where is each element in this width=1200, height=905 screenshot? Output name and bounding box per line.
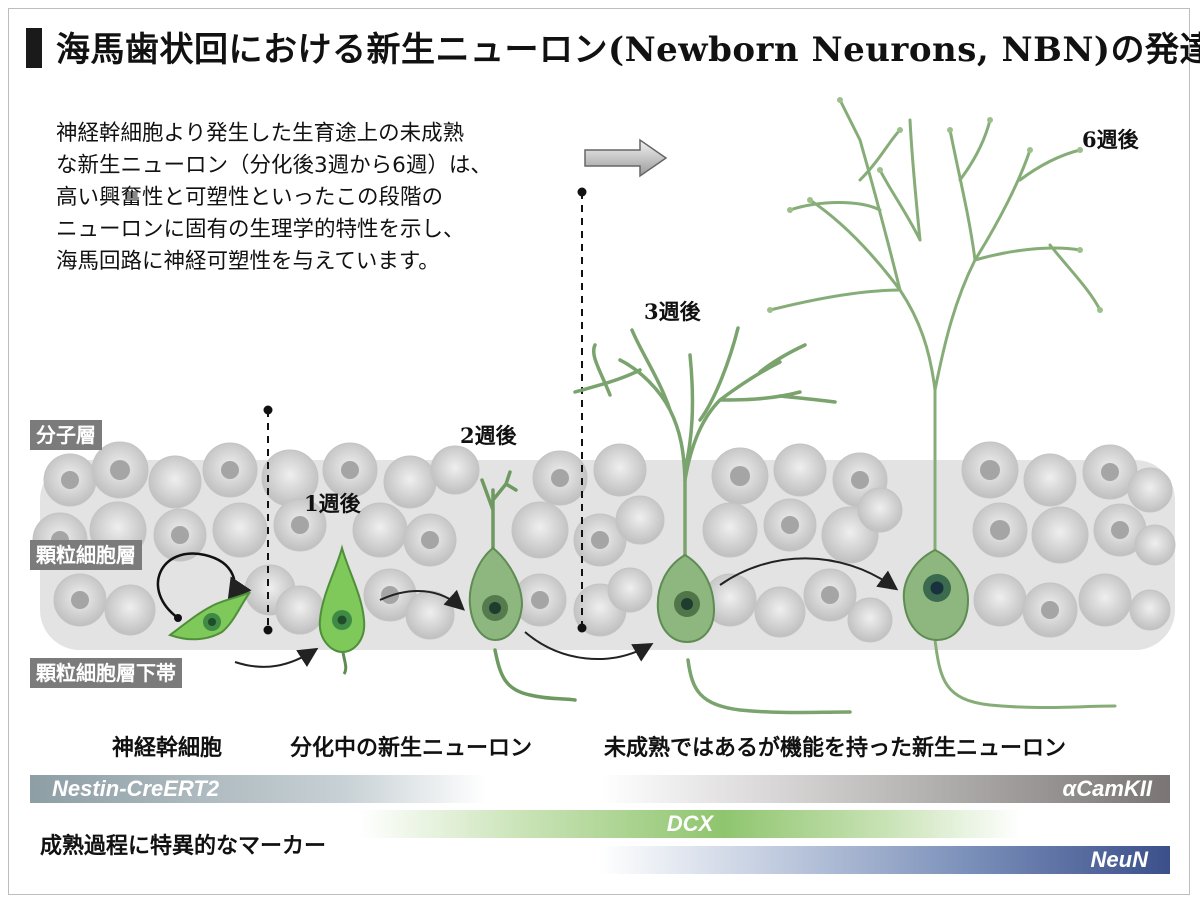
neuron-week2: [468, 470, 577, 702]
layer-label-molecular: 分子層: [30, 420, 102, 450]
layer-label-granule: 顆粒細胞層: [30, 540, 142, 570]
neuron-week6: [768, 98, 1117, 710]
marker-camkii: αCamKII: [1062, 776, 1152, 801]
figure-frame: [8, 8, 1190, 895]
intro-text: 神経幹細胞より発生した生育途上の未成熟 な新生ニューロン（分化後3週から6週）は…: [56, 121, 492, 274]
progression-arrow-icon: [584, 138, 668, 178]
dashed-pointer-week3: [577, 187, 587, 633]
page-title: 海馬歯状回における新生ニューロン(Newborn Neurons, NBN)の発…: [56, 30, 1200, 70]
self-renewal-arrow: [156, 552, 252, 620]
stage-transition-arrows: [234, 557, 899, 668]
stage-label-week3: 3週後: [644, 299, 701, 324]
granule-tissue-band: [32, 441, 1176, 650]
marker-nestin: Nestin-CreERT2: [52, 776, 220, 801]
neuron-week3: [573, 326, 852, 715]
marker-bar-dcx: DCX: [360, 810, 1020, 838]
layer-label-subgranular: 顆粒細胞層下帯: [30, 658, 182, 688]
marker-neun: NeuN: [1090, 847, 1148, 872]
stage-label-week1: 1週後: [304, 491, 361, 516]
neural-stem-cell: [167, 591, 251, 641]
cell-name-immature: 未成熟ではあるが機能を持った新生ニューロン: [604, 735, 1067, 761]
marker-bar-nestin-camkii: Nestin-CreERT2 αCamKII: [30, 775, 1170, 803]
stage-label-week2: 2週後: [460, 423, 517, 448]
stage-label-week6: 6週後: [1082, 127, 1139, 152]
dendritic-spines: [767, 97, 1103, 313]
marker-dcx: DCX: [666, 811, 714, 836]
title-marker: [26, 28, 42, 68]
marker-bar-neun: NeuN: [600, 846, 1170, 874]
marker-caption: 成熟過程に特異的なマーカー: [40, 833, 327, 859]
dashed-pointer-week1: [263, 405, 273, 635]
cell-name-stem: 神経幹細胞: [112, 735, 223, 761]
neuron-week1: [318, 544, 366, 675]
cell-name-differentiating: 分化中の新生ニューロン: [290, 735, 533, 761]
